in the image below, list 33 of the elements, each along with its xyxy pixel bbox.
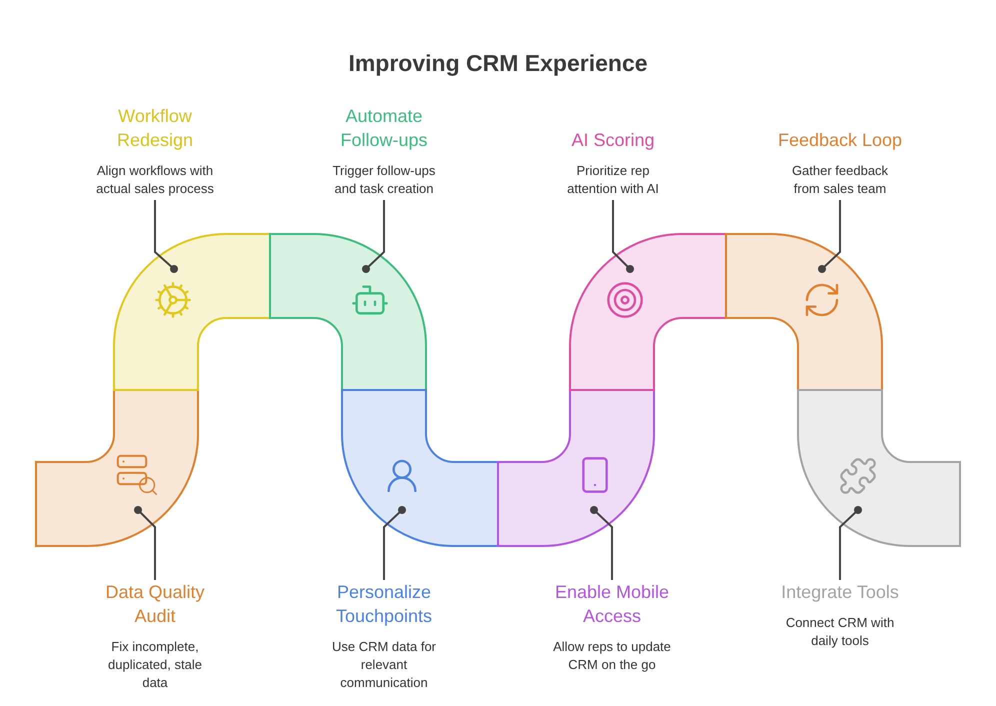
leader-line [818, 200, 841, 273]
step-heading: AI Scoring [570, 129, 656, 152]
leader-line [362, 200, 385, 273]
step-description: Gather feedback from sales team [790, 162, 890, 198]
leader-line [154, 200, 178, 273]
step-description: Fix incomplete, duplicated, stale data [107, 638, 203, 692]
leader-line [383, 506, 406, 580]
leader-line [134, 506, 156, 580]
leader-line [839, 506, 862, 580]
step-heading: Workflow Redesign [116, 105, 194, 152]
step-description: Connect CRM with daily tools [784, 614, 896, 650]
leader-line [590, 506, 613, 580]
step-heading: Data Quality Audit [104, 581, 206, 628]
step-heading: Personalize Touchpoints [334, 581, 434, 628]
step-description: Prioritize rep attention with AI [566, 162, 660, 198]
title: Improving CRM Experience [347, 49, 649, 78]
step-heading: Feedback Loop [776, 129, 904, 152]
path-segment [797, 389, 961, 547]
path-segment [341, 389, 499, 547]
step-heading: Integrate Tools [780, 581, 900, 604]
step-description: Allow reps to update CRM on the go [552, 638, 672, 674]
leader-line [612, 200, 634, 273]
path-segment [113, 233, 271, 391]
step-heading: Automate Follow-ups [339, 105, 429, 152]
path-segment [35, 389, 199, 547]
path-segment [569, 233, 727, 391]
step-description: Trigger follow-ups and task creation [332, 162, 436, 198]
step-description: Use CRM data for relevant communication [330, 638, 438, 692]
path-segment [497, 389, 655, 547]
step-description: Align workflows with actual sales process [95, 162, 215, 198]
path-segment [269, 233, 427, 391]
step-heading: Enable Mobile Access [554, 581, 670, 628]
path-segment [725, 233, 883, 391]
